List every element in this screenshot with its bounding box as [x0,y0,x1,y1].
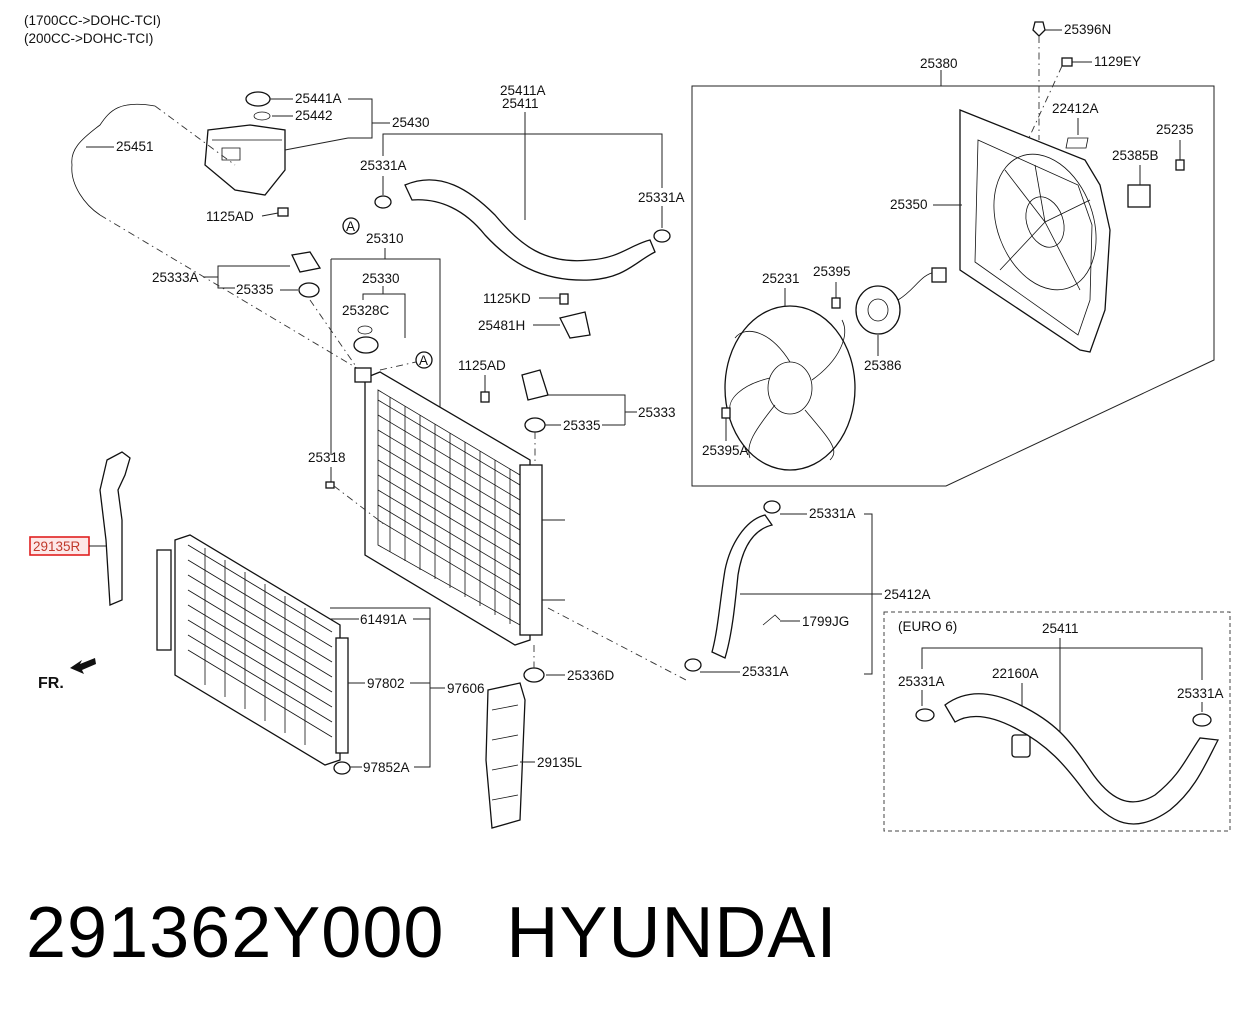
label-97802: 97802 [367,676,405,691]
label-25441A: 25441A [295,91,342,106]
label-25318: 25318 [308,450,346,465]
callout-a-2: A [419,353,428,368]
label-25331A-4: 25331A [742,664,789,679]
fan-motor-25386 [855,267,947,335]
label-25333: 25333 [638,405,676,420]
label-97606: 97606 [447,681,485,696]
parts-diagram: (1700CC->DOHC-TCI) (200CC->DOHC-TCI) 253… [24,13,1231,832]
label-25335-right: 25335 [563,418,601,433]
label-25451: 25451 [116,139,154,154]
label-25231: 25231 [762,271,800,286]
label-25235: 25235 [1156,122,1194,137]
callout-a-1: A [346,219,355,234]
label-25336D: 25336D [567,668,615,683]
label-euro6-22160A: 22160A [992,666,1039,681]
label-1799JG: 1799JG [802,614,849,629]
label-25412A: 25412A [884,587,931,602]
label-euro6-25411: 25411 [1042,621,1079,636]
label-25442: 25442 [295,108,333,123]
air-guard-29135R-group: 29135R [29,451,131,606]
footer: 291362Y000 HYUNDAI [26,888,837,978]
reservoir-group: 25441A 25442 25430 25451 1125AD [71,91,430,371]
front-label: FR. [38,675,64,692]
label-25380: 25380 [920,56,958,71]
radiator-fins [377,397,521,624]
fan-assembly-group: 25380 25350 22412A 25235 25385B [691,56,1215,487]
label-25333A: 25333A [152,270,199,285]
label-1125AD-top: 1125AD [206,209,254,224]
label-29135L: 29135L [537,755,583,770]
engine-note-1: (1700CC->DOHC-TCI) [24,13,161,28]
label-25385B: 25385B [1112,148,1159,163]
label-euro6-25331A-right: 25331A [1177,686,1224,701]
engine-note-2: (200CC->DOHC-TCI) [24,31,153,46]
brand-name: HYUNDAI [506,893,838,973]
label-25310: 25310 [366,231,404,246]
bracket-25481H-group: 1125KD 25481H [478,291,591,339]
label-29135R[interactable]: 29135R [33,539,81,554]
lower-hose-group: 25331A 25412A 25331A 1799JG [547,500,931,681]
label-euro6-25331A-left: 25331A [898,674,945,689]
label-25395: 25395 [813,264,851,279]
label-25411A: 25411A [500,83,546,98]
label-1129EY: 1129EY [1094,54,1141,69]
label-22412A: 22412A [1052,101,1099,116]
label-25411: 25411 [502,96,539,111]
condenser-group: 61491A 97802 97606 97852A [156,534,485,775]
front-arrow-icon [70,658,96,674]
mount-left-group: 25333A 25335 [152,251,356,366]
label-61491A: 61491A [360,612,407,627]
euro6-title: (EURO 6) [898,619,957,634]
label-25386: 25386 [864,358,902,373]
euro6-group: (EURO 6) 25411 25331A 22160A 25331A [883,611,1231,832]
label-25350: 25350 [890,197,928,212]
condenser-fins [187,544,333,745]
label-25481H: 25481H [478,318,525,333]
label-25331A-1: 25331A [360,158,407,173]
label-1125KD: 1125KD [483,291,531,306]
upper-hose-group: 25411A 25411 25331A 25331A A [342,83,685,281]
radiator-group: 25310 25330 25328C [308,231,565,646]
label-25331A-2: 25331A [638,190,685,205]
label-25396N: 25396N [1064,22,1111,37]
mount-right-group: 1125AD 25333 25335 [458,358,676,465]
label-25330: 25330 [362,271,400,286]
label-25395A: 25395A [702,443,749,458]
front-direction-indicator: FR. [38,658,96,692]
label-25335-left: 25335 [236,282,274,297]
part-number: 291362Y000 [26,893,445,973]
mount-25336D-group: 25336D [523,645,615,683]
label-25331A-3: 25331A [809,506,856,521]
label-1125AD-mid: 1125AD [458,358,506,373]
label-25328C: 25328C [342,303,390,318]
air-guard-29135L-group: 29135L [485,682,583,829]
label-97852A: 97852A [363,760,410,775]
label-25430: 25430 [392,115,430,130]
fan-shroud-25350 [959,109,1111,353]
